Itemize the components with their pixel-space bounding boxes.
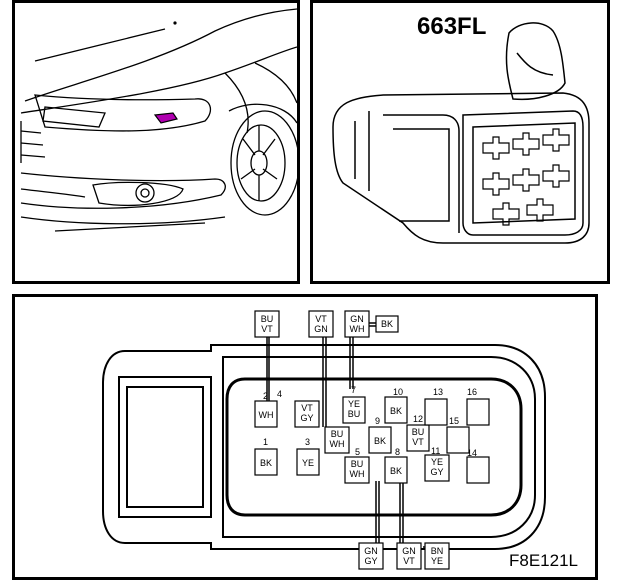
pin-number-14: 14 — [467, 448, 477, 458]
pin-4-wire-a: VT — [301, 403, 313, 413]
pin-2-wire: WH — [259, 410, 274, 420]
ext-pin7-extra: BK — [381, 319, 393, 329]
pin-3-wire: YE — [302, 458, 314, 468]
pin-number-3: 3 — [305, 437, 310, 447]
ext-pin7-a: GN — [350, 314, 364, 324]
ext-pin5-a: GN — [364, 546, 378, 556]
pin-number-16: 16 — [467, 387, 477, 397]
pin-boxes — [254, 396, 490, 484]
pin-wire-labels: WH VT GY BK YE BU WH BU WH YE BU BK BK B… — [259, 399, 444, 479]
pin-10-wire: BK — [390, 406, 402, 416]
pin-4-wire-b: GY — [300, 413, 313, 423]
pin-11-wire-a: YE — [431, 457, 443, 467]
pin-number-7: 7 — [351, 385, 356, 395]
pinout-panel: 2 4 1 3 6 5 7 9 8 10 12 11 13 15 16 14 — [12, 294, 598, 580]
pin-number-13: 13 — [433, 387, 443, 397]
pin-number-15: 15 — [449, 416, 459, 426]
pin-number-1: 1 — [263, 437, 268, 447]
pin-number-11: 11 — [431, 446, 440, 456]
ext-pin8-extra-a: BN — [431, 546, 444, 556]
pin-number-4: 4 — [277, 389, 282, 399]
car-front-illustration — [20, 8, 297, 232]
figure-code: F8E121L — [509, 551, 578, 570]
pin-5-wire-b: WH — [350, 469, 365, 479]
pin-7-wire-b: BU — [348, 409, 361, 419]
pin-number-10: 10 — [393, 387, 403, 397]
pin-8-wire: BK — [390, 466, 402, 476]
pin-6-wire-b: WH — [330, 439, 345, 449]
ext-pin2-a: BU — [261, 314, 274, 324]
pin-5-wire-a: BU — [351, 459, 364, 469]
ext-pin5-b: GY — [364, 556, 377, 566]
pin-number-2: 2 — [263, 391, 268, 401]
pin-number-12: 12 — [413, 414, 423, 424]
connector-location-highlight — [153, 112, 178, 124]
ext-pin8-a: GN — [402, 546, 416, 556]
pin-7-wire-a: YE — [348, 399, 360, 409]
connector-title: 663FL — [417, 13, 487, 40]
ext-pin6-a: VT — [315, 314, 327, 324]
connector-illustration — [332, 22, 590, 244]
ext-pin2-b: VT — [261, 324, 273, 334]
pin-1-wire: BK — [260, 458, 272, 468]
ext-pin8-extra-b: YE — [431, 556, 443, 566]
pin-9-wire: BK — [374, 436, 386, 446]
ext-pin6-b: GN — [314, 324, 328, 334]
pin-12-wire-b: VT — [412, 437, 424, 447]
car-location-panel — [12, 0, 300, 284]
pinout-diagram: 2 4 1 3 6 5 7 9 8 10 12 11 13 15 16 14 — [102, 310, 546, 570]
connector-housing — [102, 344, 546, 550]
pin-number-8: 8 — [395, 447, 400, 457]
pin-number-9: 9 — [375, 416, 380, 426]
external-wire-labels: BU VT VT GN GN WH BK GN GY GN VT BN YE — [261, 314, 444, 566]
connector-view-panel: 663FL — [310, 0, 610, 284]
pin-number-5: 5 — [355, 447, 360, 457]
pin-12-wire-a: BU — [412, 427, 425, 437]
pin-11-wire-b: GY — [430, 467, 443, 477]
ext-pin8-b: VT — [403, 556, 415, 566]
pin-6-wire-a: BU — [331, 429, 344, 439]
external-label-boxes — [254, 310, 450, 570]
ext-pin7-b: WH — [350, 324, 365, 334]
